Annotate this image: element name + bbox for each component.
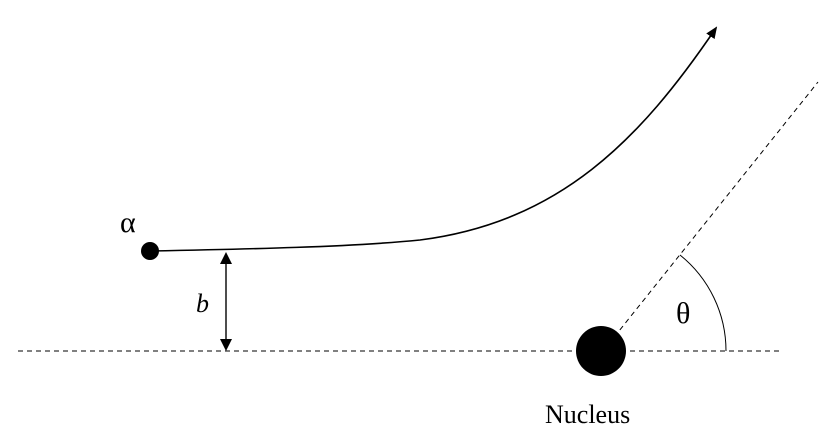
nucleus (576, 326, 626, 376)
particle-label: α (120, 206, 136, 239)
scattering-angle-label: θ (676, 297, 690, 330)
impact-parameter-label: b (196, 289, 209, 318)
outgoing-direction-dashed (602, 81, 819, 352)
scattering-angle-arc (679, 254, 727, 352)
nucleus-label: Nucleus (545, 400, 630, 429)
alpha-particle (141, 242, 159, 260)
alpha-trajectory (149, 26, 718, 252)
